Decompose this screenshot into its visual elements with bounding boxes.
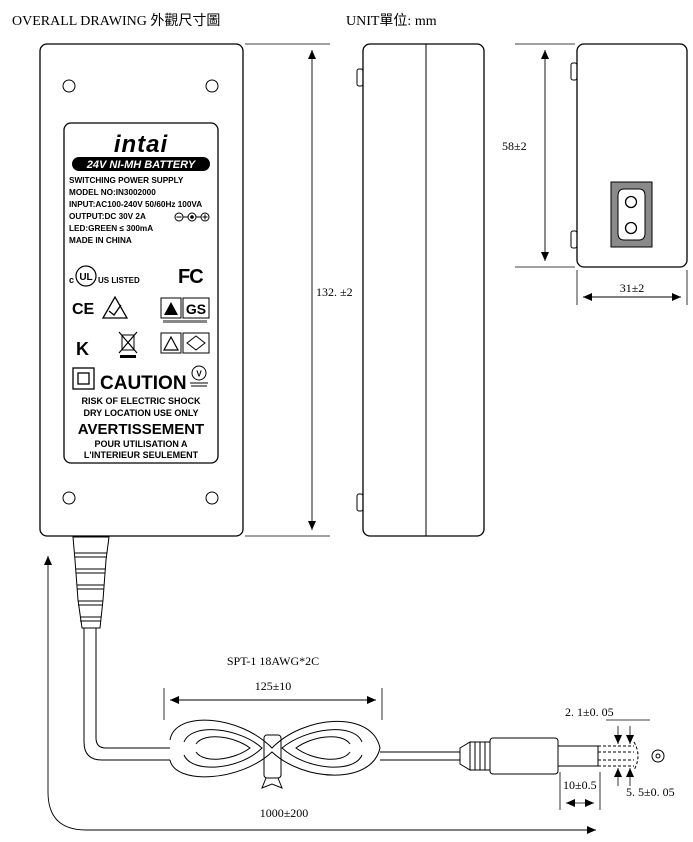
kc-mark: K xyxy=(76,339,89,359)
inlet-pin-top-icon xyxy=(624,195,638,209)
brand-logo: intai xyxy=(114,131,169,158)
drawing-title: OVERALL DRAWING 外觀尺寸圖 xyxy=(12,14,221,29)
caution-text: CAUTION xyxy=(100,373,187,394)
risk-text: RISK OF ELECTRIC SHOCK xyxy=(81,396,201,406)
cert-underline xyxy=(163,320,207,323)
rating-label-outline xyxy=(63,122,219,464)
dry-location-text: DRY LOCATION USE ONLY xyxy=(83,408,198,418)
coil-dimension: SPT-1 18AWG*2C 125±10 xyxy=(163,654,383,720)
side-view xyxy=(356,43,485,537)
svg-text:UL: UL xyxy=(79,272,92,283)
cable-coil xyxy=(169,719,381,778)
width-label: 31±2 xyxy=(620,281,645,295)
svg-text:V: V xyxy=(196,370,202,379)
ce-mark: CE xyxy=(72,301,95,318)
pin-diameter-label: 2. 1±0. 05 xyxy=(565,705,614,719)
adapter-body-outline xyxy=(39,43,244,537)
height-dimension: 58±2 xyxy=(502,43,575,268)
pour-utilisation-text: POUR UTILISATION A xyxy=(95,439,188,449)
svg-text:GS: GS xyxy=(186,301,206,317)
polarity-symbol xyxy=(174,212,210,222)
screw-hole-bottom-right xyxy=(205,491,219,505)
pse-diamond-icon xyxy=(182,332,210,354)
screw-hole-top-right xyxy=(205,79,219,93)
front-view: intai 24V NI-MH BATTERY SWITCHING POWER … xyxy=(39,43,244,537)
length-dimension: 132. ±2 xyxy=(245,43,353,537)
cable-length-dimension: 1000±200 xyxy=(44,556,596,834)
side-tab-top xyxy=(356,68,364,87)
weee-bin-icon xyxy=(118,331,138,358)
cable-length-label: 1000±200 xyxy=(260,806,309,820)
coil-label: 125±10 xyxy=(255,679,292,693)
interieur-text: L'INTERIEUR SEULEMENT xyxy=(84,450,199,460)
height-label: 58±2 xyxy=(502,139,527,153)
cable-spec-label: SPT-1 18AWG*2C xyxy=(227,654,319,668)
pse-triangle-icon xyxy=(160,332,182,354)
cable-tie xyxy=(261,734,283,789)
ul-circle-icon xyxy=(75,265,97,287)
avertissement-text: AVERTISSEMENT xyxy=(78,421,204,438)
cable xyxy=(83,628,460,778)
battery-banner-text: 24V NI-MH BATTERY xyxy=(86,159,197,171)
svg-text:c: c xyxy=(69,275,74,285)
barrel-diameter-label: 5. 5±0. 05 xyxy=(626,785,675,799)
dc-plug xyxy=(459,737,665,775)
label-line-3: INPUT:AC100-240V 50/60Hz 100VA xyxy=(69,200,202,209)
battery-banner xyxy=(72,157,210,171)
plug-dimensions: 2. 1±0. 05 10±0.5 5. 5±0. 05 xyxy=(559,705,675,810)
unit-label: UNIT單位: mm xyxy=(346,14,437,29)
side-view-outline xyxy=(362,43,485,537)
label-line-1: SWITCHING POWER SUPPLY xyxy=(69,176,184,185)
strain-relief xyxy=(72,536,110,629)
gs-mark: GS xyxy=(182,297,210,319)
safety-triangle-icon xyxy=(160,297,182,319)
label-line-6: MADE IN CHINA xyxy=(69,236,132,245)
screw-hole-bottom-left xyxy=(62,491,76,505)
plug-end-icon xyxy=(651,749,665,763)
ul-listed-mark: c UL US LISTED xyxy=(69,265,140,287)
end-view xyxy=(570,43,688,268)
end-view-outline xyxy=(576,43,688,268)
inlet-pin-bottom-icon xyxy=(624,221,638,235)
label-line-5: LED:GREEN ≤ 300mA xyxy=(69,224,153,233)
label-line-4: OUTPUT:DC 30V 2A xyxy=(69,212,146,221)
screw-hole-top-left xyxy=(62,79,76,93)
level-v-mark xyxy=(191,365,207,381)
svg-text:US LISTED: US LISTED xyxy=(98,276,140,285)
rcm-triangle-icon xyxy=(101,295,129,319)
width-dimension: 31±2 xyxy=(576,270,688,305)
side-tab-bottom xyxy=(356,493,364,512)
double-insulation-icon xyxy=(72,367,95,390)
plug-length-label: 10±0.5 xyxy=(563,778,597,792)
label-line-2: MODEL NO:IN3002000 xyxy=(69,188,156,197)
fc-mark: FC xyxy=(178,266,203,288)
length-label: 132. ±2 xyxy=(316,285,353,299)
